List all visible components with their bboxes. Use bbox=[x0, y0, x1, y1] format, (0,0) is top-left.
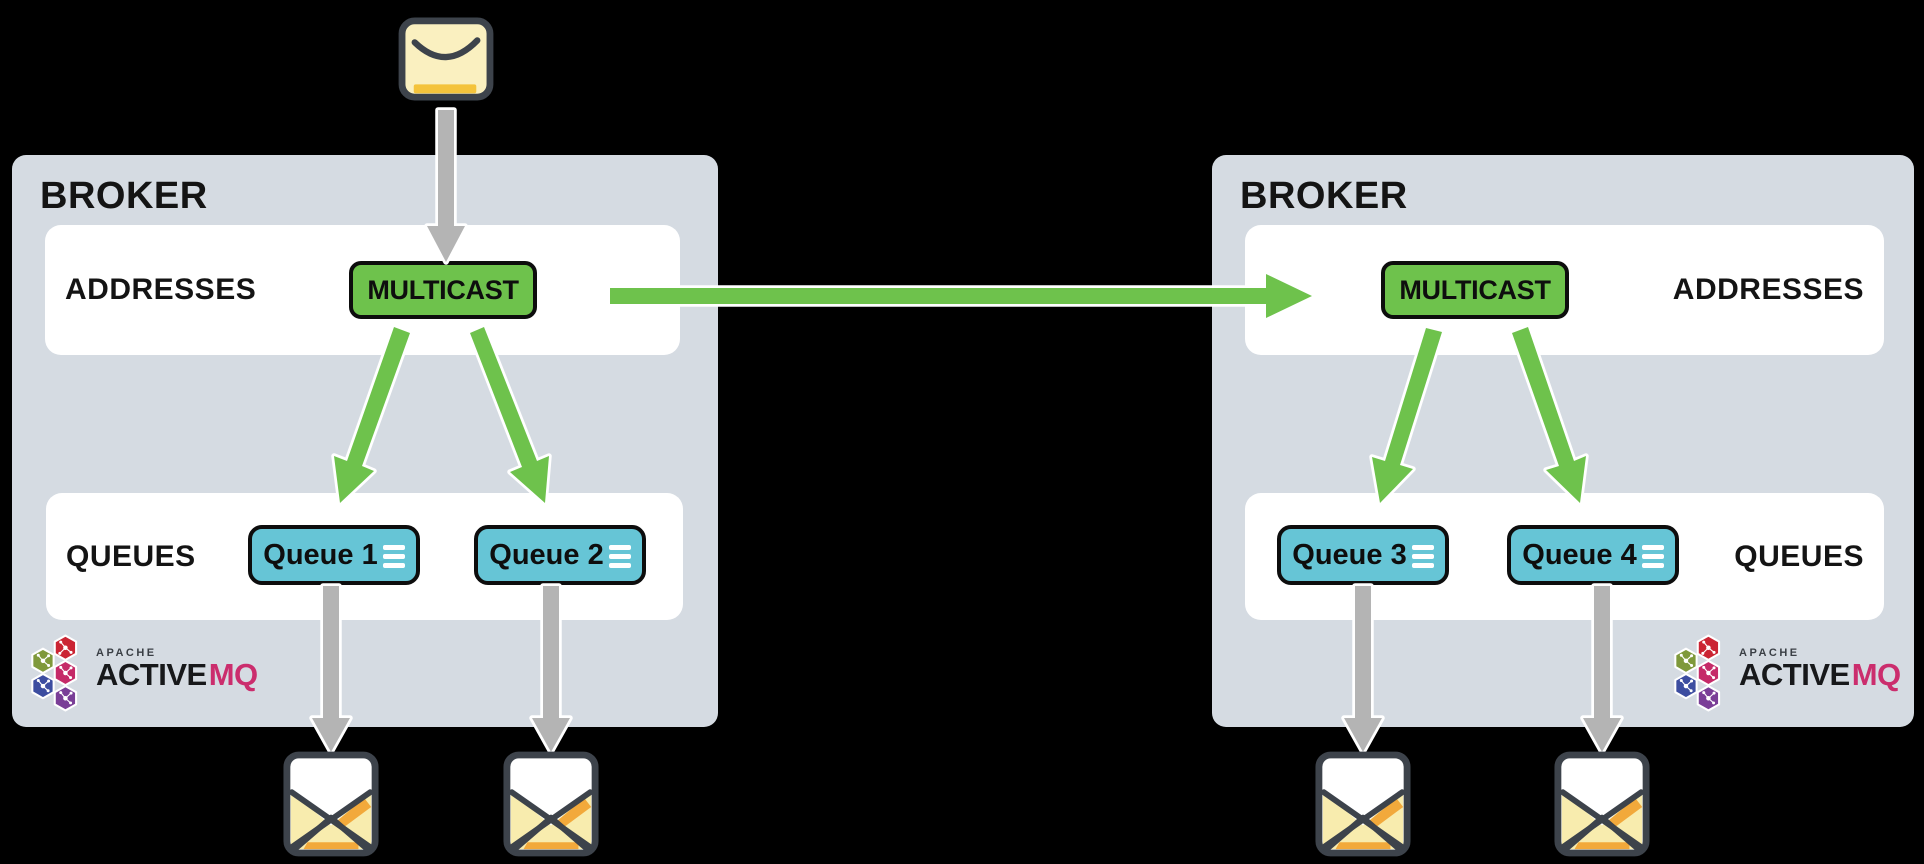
logo-active-text: ACTIVE bbox=[96, 657, 207, 692]
addresses-panel: ADDRESSES MULTICAST bbox=[1245, 225, 1884, 355]
delivered-message-envelope-icon bbox=[1553, 750, 1651, 858]
delivered-message-envelope-icon bbox=[1314, 750, 1412, 858]
broker-panel-right: BROKER ADDRESSES MULTICAST BINDINGS QUEU… bbox=[1212, 155, 1914, 727]
broker-title: BROKER bbox=[1240, 175, 1408, 217]
activemq-logo-text: APACHE ACTIVEMQ bbox=[96, 647, 258, 692]
logo-mq-text: MQ bbox=[1851, 657, 1901, 692]
logo-word: ACTIVEMQ bbox=[1739, 657, 1901, 692]
queue-label: Queue 4 bbox=[1522, 538, 1637, 571]
activemq-logo: APACHE ACTIVEMQ bbox=[28, 633, 258, 713]
queue-label: Queue 1 bbox=[263, 538, 378, 571]
queue-label: Queue 3 bbox=[1292, 538, 1407, 571]
queues-label: QUEUES bbox=[1734, 539, 1864, 573]
queue-list-icon bbox=[1411, 544, 1434, 568]
activemq-logo-text: APACHE ACTIVEMQ bbox=[1739, 647, 1901, 692]
queue-node: Queue 3 bbox=[1277, 525, 1449, 585]
logo-mq-text: MQ bbox=[208, 657, 258, 692]
queues-panel: QUEUES Queue 3 Queue 4 bbox=[1245, 493, 1884, 620]
queue-node: Queue 1 bbox=[248, 525, 420, 585]
queues-panel: QUEUES Queue 1 Queue 2 bbox=[46, 493, 683, 620]
logo-active-text: ACTIVE bbox=[1739, 657, 1850, 692]
queue-node: Queue 4 bbox=[1507, 525, 1679, 585]
hexagon-cluster-icon bbox=[28, 633, 86, 713]
queue-label: Queue 2 bbox=[489, 538, 604, 571]
delivered-message-envelope-icon bbox=[502, 750, 600, 858]
addresses-label: ADDRESSES bbox=[1672, 273, 1864, 306]
queue-node: Queue 2 bbox=[474, 525, 646, 585]
logo-apache-text: APACHE bbox=[1739, 647, 1800, 659]
broker-title: BROKER bbox=[40, 175, 208, 217]
queue-list-icon bbox=[382, 544, 405, 568]
activemq-logo: APACHE ACTIVEMQ bbox=[1671, 633, 1901, 713]
addresses-label: ADDRESSES bbox=[65, 273, 257, 306]
queues-label: QUEUES bbox=[66, 539, 196, 573]
logo-word: ACTIVEMQ bbox=[96, 657, 258, 692]
multicast-address-node: MULTICAST bbox=[349, 261, 537, 319]
delivered-message-envelope-icon bbox=[282, 750, 380, 858]
queue-list-icon bbox=[608, 544, 631, 568]
multicast-address-node: MULTICAST bbox=[1381, 261, 1569, 319]
logo-apache-text: APACHE bbox=[96, 647, 157, 659]
producer-message-envelope-icon bbox=[396, 16, 496, 102]
addresses-panel: ADDRESSES MULTICAST bbox=[45, 225, 680, 355]
queue-list-icon bbox=[1641, 544, 1664, 568]
broker-panel-left: BROKER ADDRESSES MULTICAST BINDINGS QUEU… bbox=[12, 155, 718, 727]
hexagon-cluster-icon bbox=[1671, 633, 1729, 713]
